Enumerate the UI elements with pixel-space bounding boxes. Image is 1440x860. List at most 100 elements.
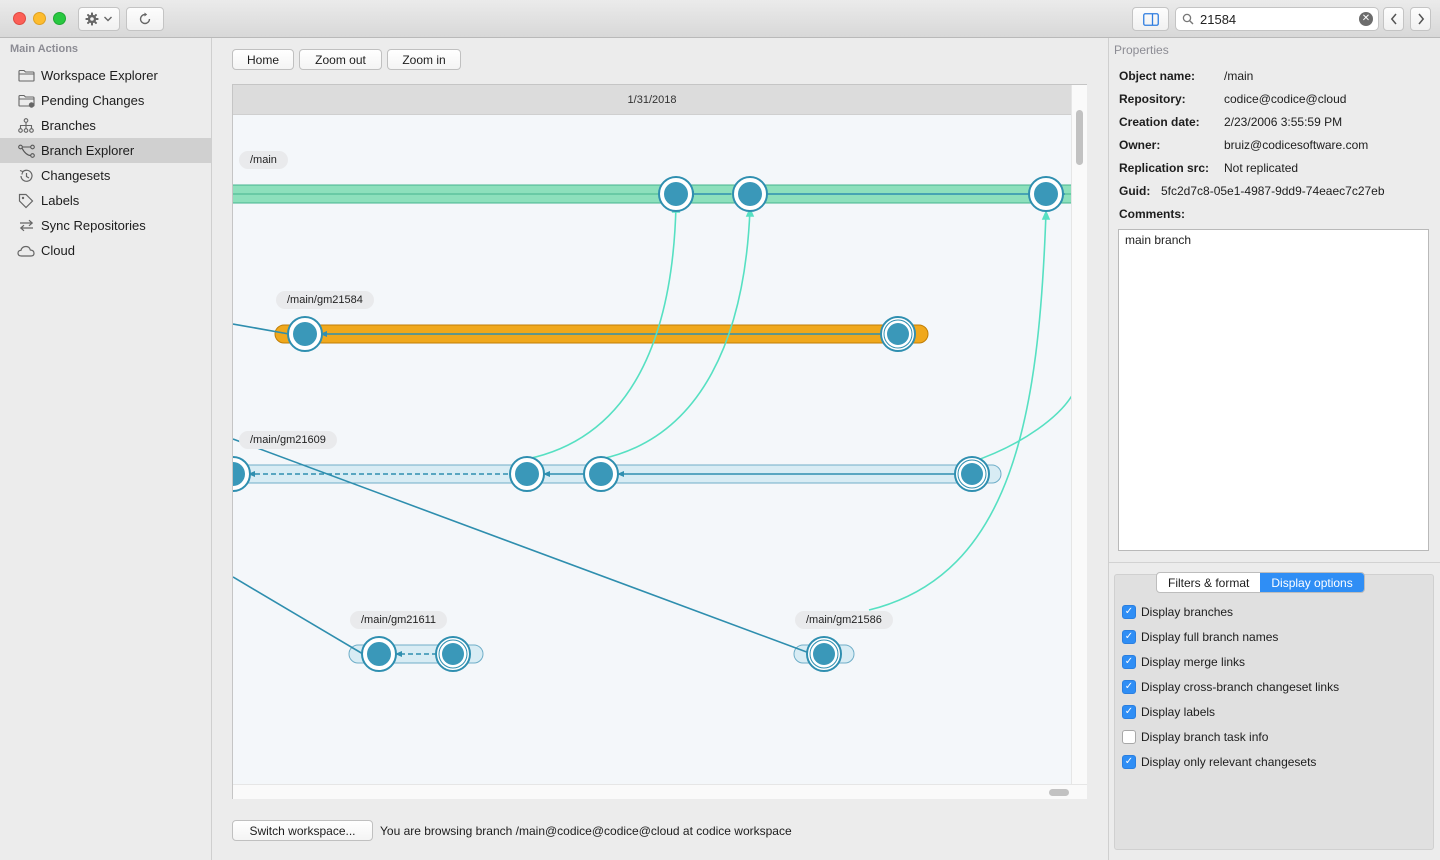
changeset-node[interactable]: [583, 456, 619, 492]
branch-label-gm21584[interactable]: /main/gm21584: [276, 291, 374, 309]
option-label: Display cross-branch changeset links: [1141, 680, 1340, 694]
option-display-only-relevant-changesets[interactable]: ✓ Display only relevant changesets: [1122, 754, 1316, 770]
branch-graph-canvas[interactable]: 1/31/2018: [232, 84, 1087, 799]
changeset-head[interactable]: [435, 636, 471, 672]
sidebar-item-cloud[interactable]: Cloud: [0, 238, 211, 263]
refresh-button[interactable]: [126, 7, 164, 31]
branch-label-gm21586[interactable]: /main/gm21586: [795, 611, 893, 629]
minimize-window-button[interactable]: [33, 12, 46, 25]
option-display-branch-task-info[interactable]: ✓ Display branch task info: [1122, 729, 1268, 745]
search-icon: [1182, 13, 1194, 25]
checkbox-checked[interactable]: ✓: [1122, 605, 1136, 619]
clear-search-icon[interactable]: ✕: [1359, 12, 1373, 26]
vertical-scrollbar-thumb[interactable]: [1076, 110, 1083, 165]
sidebar-item-label: Branch Explorer: [41, 143, 135, 158]
refresh-icon: [139, 12, 151, 25]
checkbox-checked[interactable]: ✓: [1122, 630, 1136, 644]
option-label: Display merge links: [1141, 655, 1246, 669]
property-label: Replication src:: [1119, 161, 1210, 175]
search-field[interactable]: ✕: [1175, 7, 1379, 31]
branch-bar-gm21584[interactable]: [274, 324, 929, 344]
horizontal-scrollbar-thumb[interactable]: [1049, 789, 1069, 796]
sidebar-item-label: Sync Repositories: [41, 218, 146, 233]
property-value: Not replicated: [1224, 161, 1299, 175]
settings-menu-button[interactable]: [78, 7, 120, 31]
window-titlebar: ✕: [0, 0, 1440, 38]
horizontal-scrollbar[interactable]: [233, 784, 1087, 799]
property-label: Guid:: [1119, 184, 1151, 198]
switch-workspace-button[interactable]: Switch workspace...: [232, 820, 373, 841]
checkbox-checked[interactable]: ✓: [1122, 680, 1136, 694]
option-display-labels[interactable]: ✓ Display labels: [1122, 704, 1215, 720]
changeset-head[interactable]: [954, 456, 990, 492]
branch-explorer-icon: [17, 143, 35, 159]
changeset-node[interactable]: [361, 636, 397, 672]
panel-divider[interactable]: [1109, 562, 1440, 563]
option-label: Display full branch names: [1141, 630, 1279, 644]
option-label: Display branch task info: [1141, 730, 1269, 744]
checkbox-unchecked[interactable]: ✓: [1122, 730, 1136, 744]
sidebar-item-pending-changes[interactable]: Pending Changes: [0, 88, 211, 113]
branch-explorer-view: Home Zoom out Zoom in 1/31/2018: [212, 38, 1108, 860]
back-button[interactable]: [1383, 7, 1404, 31]
browsing-status-text: You are browsing branch /main@codice@cod…: [380, 824, 792, 838]
vertical-scrollbar[interactable]: [1071, 85, 1087, 785]
close-window-button[interactable]: [13, 12, 26, 25]
tab-display-options[interactable]: Display options: [1260, 573, 1364, 592]
property-repository: Repository: codice@codice@cloud: [1119, 92, 1346, 108]
changeset-head[interactable]: [806, 636, 842, 672]
checkbox-checked[interactable]: ✓: [1122, 705, 1136, 719]
branch-label-gm21609[interactable]: /main/gm21609: [239, 431, 337, 449]
branch-graph[interactable]: [233, 115, 1071, 783]
zoom-window-button[interactable]: [53, 12, 66, 25]
property-value: codice@codice@cloud: [1224, 92, 1347, 106]
sidebar-item-changesets[interactable]: Changesets: [0, 163, 211, 188]
sidebar-item-branches[interactable]: Branches: [0, 113, 211, 138]
tab-filters-format[interactable]: Filters & format: [1168, 575, 1250, 590]
changeset-node[interactable]: [1028, 176, 1064, 212]
zoom-out-button[interactable]: Zoom out: [299, 49, 382, 70]
sidebar-item-label: Pending Changes: [41, 93, 145, 108]
toggle-panel-button[interactable]: [1132, 7, 1169, 31]
property-value: /main: [1224, 69, 1254, 83]
option-display-full-branch-names[interactable]: ✓ Display full branch names: [1122, 629, 1278, 645]
branch-bar-main[interactable]: [233, 184, 1071, 204]
changeset-head[interactable]: [880, 316, 916, 352]
sidebar-item-branch-explorer[interactable]: Branch Explorer: [0, 138, 211, 163]
changeset-node[interactable]: [658, 176, 694, 212]
forward-button[interactable]: [1410, 7, 1431, 31]
comments-textarea[interactable]: main branch: [1118, 229, 1429, 551]
gear-icon: [85, 12, 99, 26]
changeset-node[interactable]: [287, 316, 323, 352]
sidebar-item-sync-repositories[interactable]: Sync Repositories: [0, 213, 211, 238]
property-comments: Comments:: [1119, 207, 1185, 223]
checkbox-checked[interactable]: ✓: [1122, 755, 1136, 769]
cloud-icon: [17, 243, 35, 259]
changeset-node[interactable]: [509, 456, 545, 492]
option-display-cross-branch-links[interactable]: ✓ Display cross-branch changeset links: [1122, 679, 1339, 695]
properties-header: Properties: [1114, 43, 1169, 57]
tag-icon: [17, 193, 35, 209]
property-label: Creation date:: [1119, 115, 1200, 129]
property-value: bruiz@codicesoftware.com: [1224, 138, 1369, 152]
property-owner: Owner: bruiz@codicesoftware.com: [1119, 138, 1368, 154]
property-label: Comments:: [1119, 207, 1186, 221]
property-object-name: Object name: /main: [1119, 69, 1253, 85]
option-display-merge-links[interactable]: ✓ Display merge links: [1122, 654, 1245, 670]
property-replication-src: Replication src: Not replicated: [1119, 161, 1298, 177]
option-display-branches[interactable]: ✓ Display branches: [1122, 604, 1233, 620]
checkbox-checked[interactable]: ✓: [1122, 655, 1136, 669]
search-input[interactable]: [1200, 11, 1350, 27]
branch-label-gm21611[interactable]: /main/gm21611: [350, 611, 448, 629]
home-button[interactable]: Home: [232, 49, 294, 70]
sidebar: Main Actions Workspace Explorer Pending …: [0, 38, 212, 860]
zoom-in-button[interactable]: Zoom in: [387, 49, 461, 70]
changeset-node[interactable]: [233, 456, 251, 492]
sidebar-header: Main Actions: [10, 43, 79, 55]
branch-label-main[interactable]: /main: [239, 151, 288, 169]
changeset-node[interactable]: [732, 176, 768, 212]
sidebar-item-workspace-explorer[interactable]: Workspace Explorer: [0, 63, 211, 88]
chevron-left-icon: [1390, 13, 1397, 25]
changesets[interactable]: [233, 176, 1064, 672]
sidebar-item-labels[interactable]: Labels: [0, 188, 211, 213]
